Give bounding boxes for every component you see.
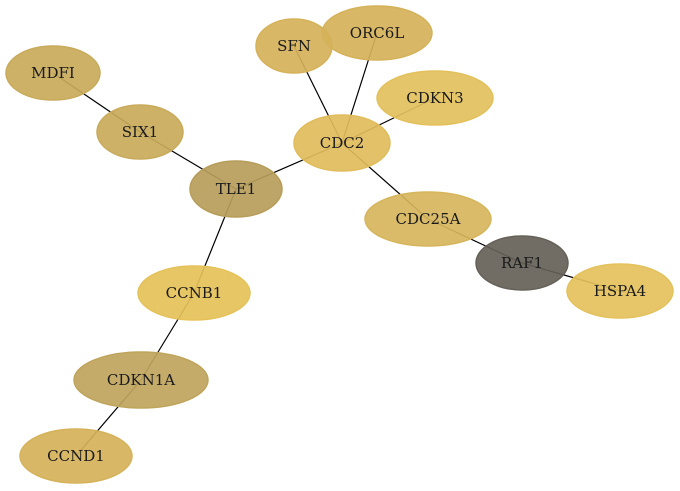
node-sfn[interactable]: SFN bbox=[255, 18, 333, 74]
node-six1-shape bbox=[96, 104, 184, 160]
node-cdkn1a-shape bbox=[73, 351, 209, 409]
node-raf1-shape bbox=[475, 235, 569, 291]
node-ccnd1-label: CCND1 bbox=[47, 447, 105, 465]
node-cdc2[interactable]: CDC2 bbox=[293, 114, 391, 172]
node-six1-label: SIX1 bbox=[122, 123, 158, 141]
node-hspa4[interactable]: HSPA4 bbox=[566, 263, 674, 319]
node-cdkn3-shape bbox=[376, 70, 494, 126]
node-hspa4-label: HSPA4 bbox=[594, 282, 646, 300]
node-ccnb1-label: CCNB1 bbox=[166, 284, 223, 302]
node-six1[interactable]: SIX1 bbox=[96, 104, 184, 160]
node-ccnd1[interactable]: CCND1 bbox=[19, 428, 133, 484]
node-cdc25a-label: CDC25A bbox=[396, 210, 461, 228]
node-cdkn3-label: CDKN3 bbox=[406, 89, 463, 107]
node-ccnb1[interactable]: CCNB1 bbox=[137, 265, 251, 321]
node-cdkn1a-label: CDKN1A bbox=[107, 371, 175, 389]
node-hspa4-shape bbox=[566, 263, 674, 319]
node-cdc2-shape bbox=[293, 114, 391, 172]
node-orc6l-label: ORC6L bbox=[350, 24, 405, 42]
node-orc6l[interactable]: ORC6L bbox=[321, 5, 433, 61]
node-cdc25a-shape bbox=[364, 191, 492, 247]
node-cdkn3[interactable]: CDKN3 bbox=[376, 70, 494, 126]
node-tle1-label: TLE1 bbox=[216, 180, 256, 198]
node-tle1[interactable]: TLE1 bbox=[189, 160, 283, 218]
node-raf1-label: RAF1 bbox=[501, 254, 543, 272]
node-mdfi-shape bbox=[5, 45, 101, 101]
node-mdfi-label: MDFI bbox=[31, 64, 75, 82]
node-raf1[interactable]: RAF1 bbox=[475, 235, 569, 291]
node-tle1-shape bbox=[189, 160, 283, 218]
node-ccnb1-shape bbox=[137, 265, 251, 321]
node-ccnd1-shape bbox=[19, 428, 133, 484]
node-cdc25a[interactable]: CDC25A bbox=[364, 191, 492, 247]
node-cdkn1a[interactable]: CDKN1A bbox=[73, 351, 209, 409]
node-orc6l-shape bbox=[321, 5, 433, 61]
node-sfn-label: SFN bbox=[277, 37, 311, 55]
node-cdc2-label: CDC2 bbox=[320, 134, 365, 152]
node-mdfi[interactable]: MDFI bbox=[5, 45, 101, 101]
